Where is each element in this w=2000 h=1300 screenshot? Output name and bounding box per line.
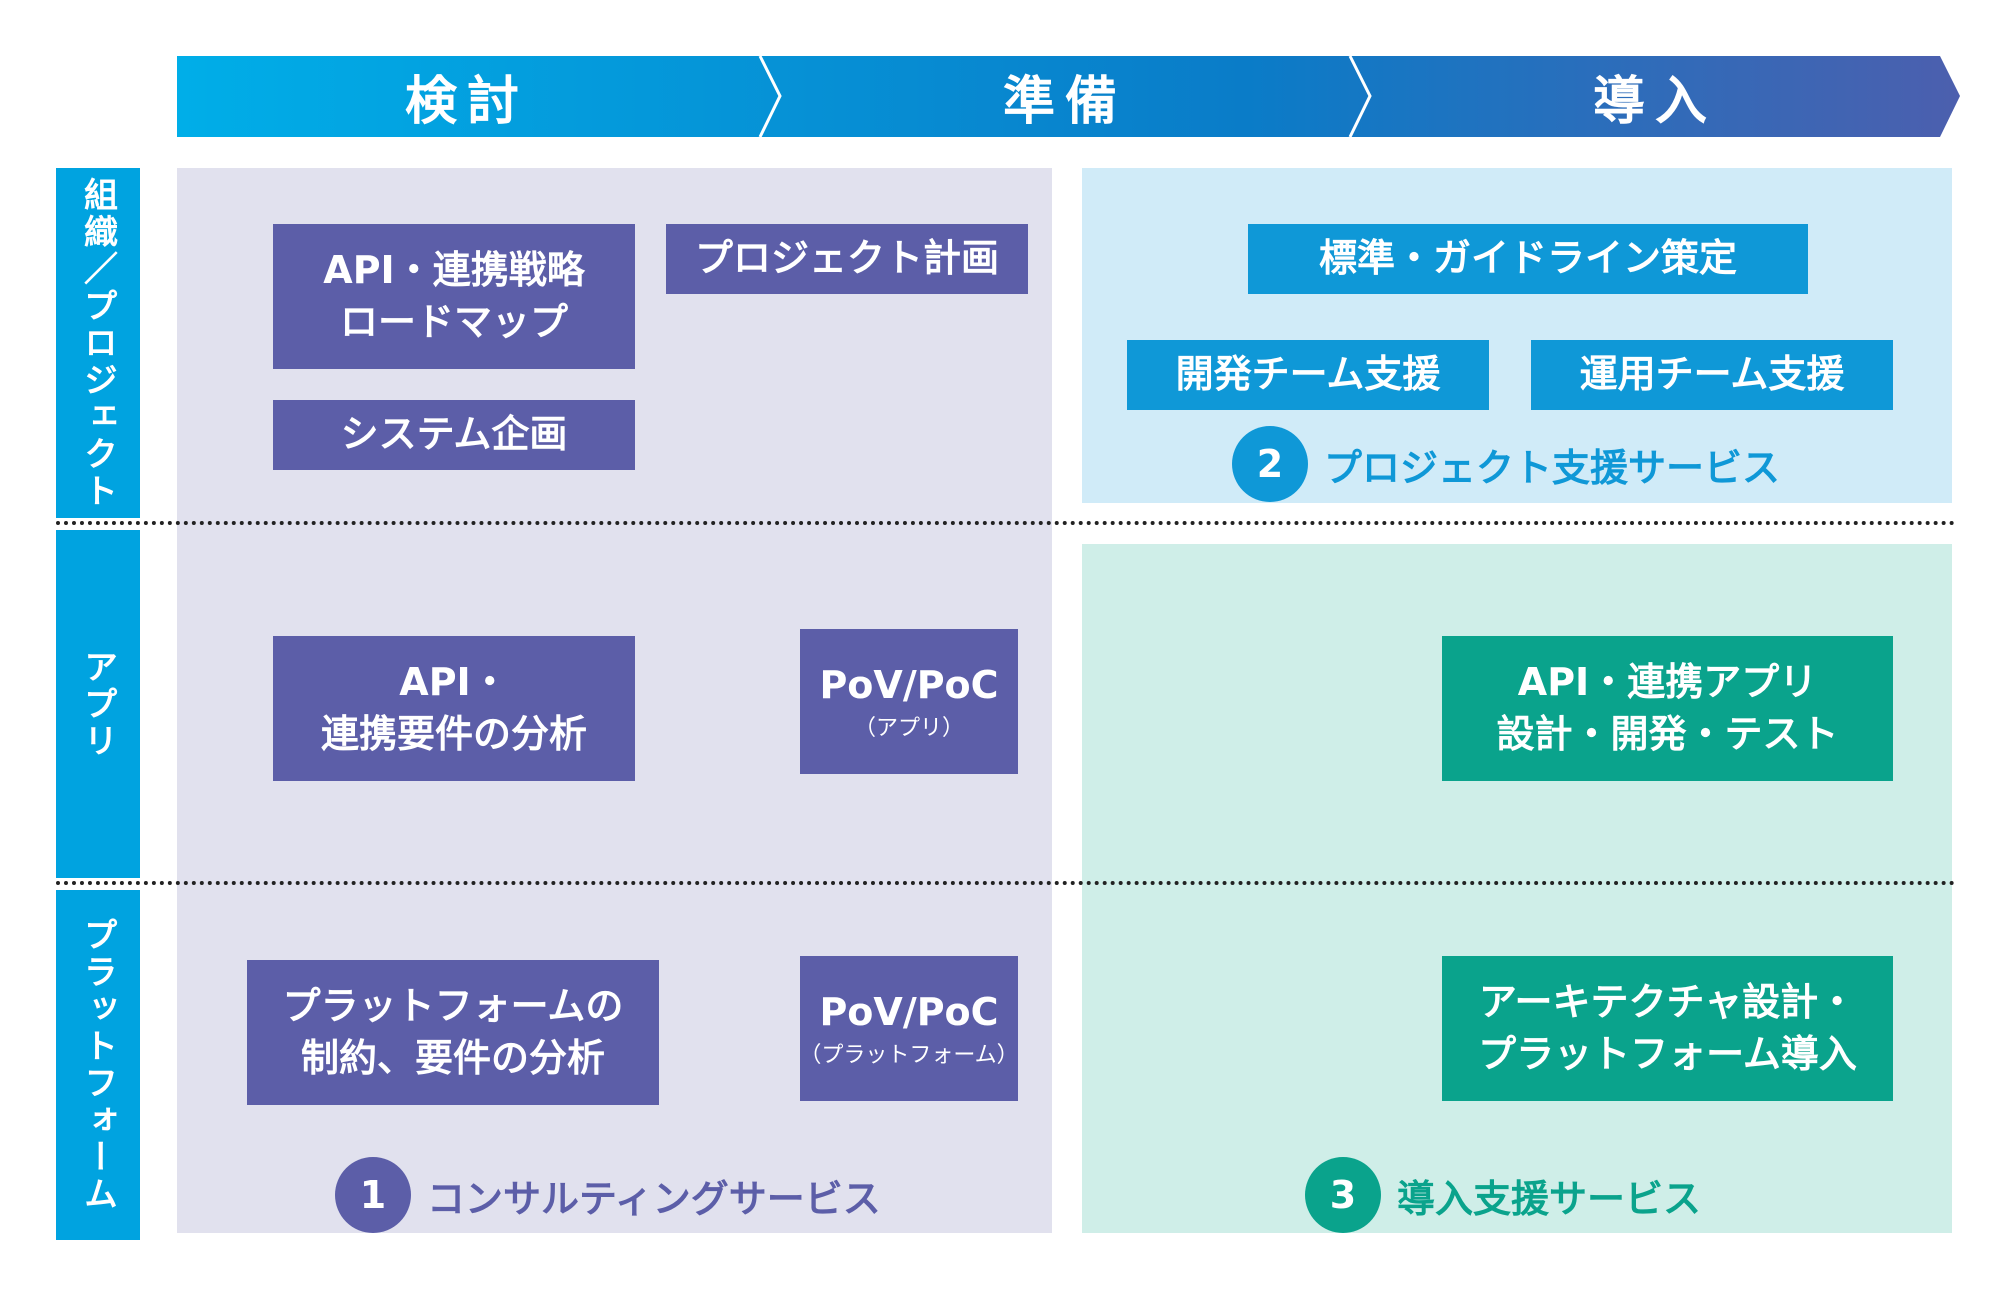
box-pov-app: PoV/PoC （アプリ） (800, 629, 1018, 774)
phase-consideration: 検討 (404, 71, 529, 132)
box-dev-team-support: 開発チーム支援 (1127, 340, 1489, 410)
box-pov-platform: PoV/PoC （プラットフォーム） (799, 956, 1019, 1101)
row-label-platform: プラットフォーム (56, 890, 140, 1240)
box-platform-requirements: プラットフォームの 制約、要件の分析 (247, 960, 659, 1105)
service-number-badge: 3 (1305, 1157, 1381, 1233)
service-project-support: 2 プロジェクト支援サービス (1232, 426, 1780, 502)
row-divider (56, 521, 1956, 525)
box-system-planning: システム企画 (273, 400, 635, 470)
box-platform-introduction: アーキテクチャ設計・ プラットフォーム導入 (1442, 956, 1893, 1101)
row-label-app: アプリ (56, 530, 140, 878)
service-label: コンサルティングサービス (427, 1176, 881, 1221)
phase-introduction: 導入 (1592, 71, 1717, 132)
service-label: 導入支援サービス (1397, 1176, 1702, 1221)
box-ops-team-support: 運用チーム支援 (1531, 340, 1893, 410)
box-api-strategy: API・連携戦略 ロードマップ (273, 224, 635, 369)
service-consulting: 1 コンサルティングサービス (335, 1157, 881, 1233)
box-api-app-build: API・連携アプリ 設計・開発・テスト (1442, 636, 1893, 781)
service-introduction-support: 3 導入支援サービス (1305, 1157, 1701, 1233)
service-label: プロジェクト支援サービス (1324, 445, 1781, 490)
row-divider (56, 881, 1956, 885)
service-number-badge: 2 (1232, 426, 1308, 502)
project-support-region (1082, 168, 1952, 503)
phase-preparation: 準備 (1002, 71, 1127, 132)
box-project-plan: プロジェクト計画 (666, 224, 1028, 294)
service-number-badge: 1 (335, 1157, 411, 1233)
row-label-organization: 組織／プロジェクト (56, 168, 140, 518)
box-api-requirements: API・ 連携要件の分析 (273, 636, 635, 781)
box-guideline: 標準・ガイドライン策定 (1248, 224, 1808, 294)
